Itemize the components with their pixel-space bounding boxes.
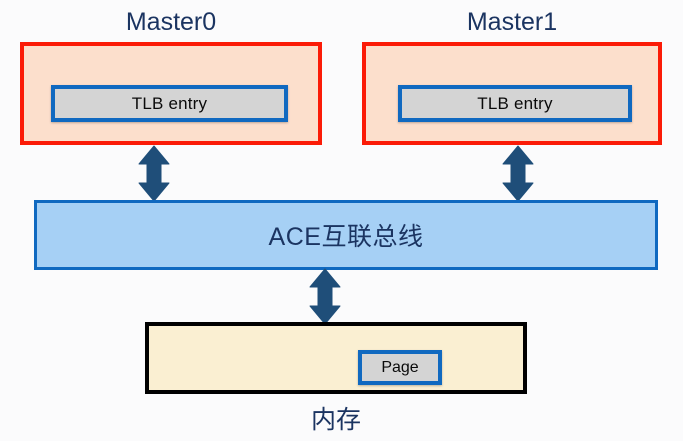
memory-caption: 内存 bbox=[310, 406, 361, 434]
ace-interconnect-bus-box[interactable]: ACE互联总线 bbox=[34, 200, 658, 270]
memory-box[interactable] bbox=[145, 322, 527, 394]
master1-tlb-entry-label: TLB entry bbox=[477, 93, 553, 113]
master0-to-bus-double-arrow-icon bbox=[138, 145, 170, 202]
bus-to-memory-double-arrow-icon bbox=[309, 268, 341, 325]
master0-tlb-entry-box[interactable]: TLB entry bbox=[51, 85, 288, 122]
master0-title: Master0 bbox=[125, 8, 217, 36]
master1-to-bus-double-arrow-icon bbox=[502, 145, 534, 202]
ace-interconnect-bus-label: ACE互联总线 bbox=[268, 223, 424, 251]
memory-page-label: Page bbox=[381, 358, 419, 376]
master1-tlb-entry-box[interactable]: TLB entry bbox=[398, 85, 632, 122]
master1-title: Master1 bbox=[466, 8, 558, 36]
memory-page-box[interactable]: Page bbox=[358, 350, 442, 385]
master0-tlb-entry-label: TLB entry bbox=[131, 93, 208, 113]
